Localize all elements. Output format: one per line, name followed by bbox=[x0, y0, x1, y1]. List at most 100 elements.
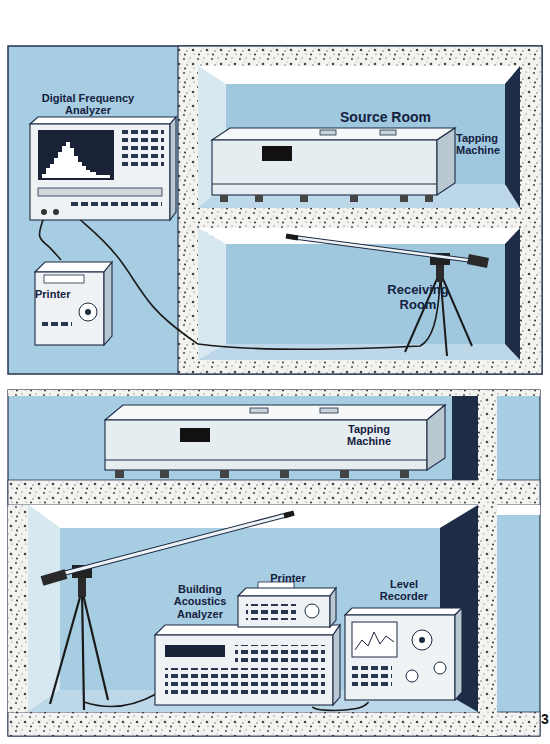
device-label: Receiving Room bbox=[378, 283, 458, 312]
knob bbox=[305, 604, 319, 618]
device-side bbox=[104, 262, 112, 345]
device-top bbox=[345, 608, 462, 615]
machine-foot bbox=[255, 195, 263, 202]
cable bbox=[312, 702, 368, 710]
machine-foot bbox=[350, 195, 358, 202]
device-front bbox=[30, 124, 170, 220]
device-label: Building Acoustics Analyzer bbox=[163, 583, 237, 620]
tripod-column bbox=[78, 575, 86, 597]
button-panel bbox=[122, 130, 164, 170]
machine-seam bbox=[212, 184, 437, 185]
machine-side bbox=[427, 405, 445, 470]
boom bbox=[46, 514, 290, 578]
room-box: Source RoomTapping Machine bbox=[198, 66, 520, 208]
device-top bbox=[238, 588, 336, 596]
panel bbox=[8, 390, 540, 736]
machine-handle bbox=[380, 130, 396, 135]
device-side bbox=[170, 117, 176, 220]
machine-foot bbox=[400, 470, 409, 478]
level-recorder: Level Recorder bbox=[345, 578, 463, 702]
ceiling bbox=[497, 505, 540, 515]
concrete-slab bbox=[8, 480, 540, 505]
knob-center bbox=[419, 637, 425, 643]
button-panel bbox=[235, 645, 325, 665]
trace bbox=[355, 632, 394, 650]
machine-handle bbox=[320, 408, 338, 413]
microphone bbox=[286, 236, 298, 238]
machine-top bbox=[212, 128, 455, 140]
machine-front bbox=[212, 140, 437, 195]
device-front bbox=[345, 615, 455, 700]
knob-center bbox=[85, 309, 91, 315]
device-label: Level Recorder bbox=[373, 578, 435, 603]
machine-foot bbox=[300, 195, 308, 202]
panel bbox=[8, 46, 542, 374]
jack bbox=[41, 209, 47, 215]
device-top bbox=[35, 262, 112, 272]
machine-top bbox=[105, 405, 445, 420]
counterweight bbox=[42, 574, 66, 581]
concrete-wall bbox=[8, 505, 28, 712]
device-label: Printer bbox=[35, 288, 85, 300]
device-label: Source Room bbox=[340, 110, 440, 126]
device-top bbox=[30, 117, 176, 124]
device-side bbox=[455, 608, 462, 700]
counterweight bbox=[468, 259, 488, 263]
device-front bbox=[35, 272, 104, 345]
concrete-slab bbox=[8, 712, 540, 736]
machine-foot bbox=[220, 195, 228, 202]
printer: Printer bbox=[33, 260, 113, 346]
button-row bbox=[42, 322, 72, 330]
right-wall bbox=[452, 396, 478, 480]
control-strip bbox=[38, 188, 162, 196]
ceiling bbox=[198, 228, 520, 244]
page-number: 3 bbox=[541, 712, 549, 727]
machine-foot bbox=[425, 195, 433, 202]
right-wall bbox=[505, 66, 520, 208]
device-label: Tapping Machine bbox=[337, 423, 401, 448]
machine-handle bbox=[320, 130, 336, 135]
button-panel bbox=[165, 668, 325, 698]
machine-window bbox=[180, 428, 210, 442]
cable bbox=[81, 220, 199, 344]
acoustics-analyzer: Building Acoustics Analyzer bbox=[155, 583, 340, 707]
concrete-column bbox=[478, 390, 497, 736]
tripod-leg bbox=[82, 590, 84, 710]
tripod-leg bbox=[82, 590, 108, 700]
jack bbox=[53, 209, 59, 215]
tapping-machine: Tapping Machine bbox=[212, 124, 520, 206]
frequency-analyzer: Digital Frequency Analyzer bbox=[28, 92, 178, 220]
machine-window bbox=[262, 146, 292, 161]
button-panel bbox=[246, 604, 296, 620]
floor bbox=[198, 344, 520, 360]
knob bbox=[434, 662, 446, 674]
tripod-leg bbox=[50, 590, 82, 704]
display bbox=[165, 645, 225, 657]
cable bbox=[40, 220, 61, 260]
device-front bbox=[155, 635, 333, 705]
machine-foot bbox=[220, 470, 229, 478]
spectrum bbox=[42, 142, 110, 178]
button-panel bbox=[352, 665, 392, 689]
device-side bbox=[330, 588, 336, 627]
ceiling bbox=[198, 66, 520, 84]
boom-outline bbox=[46, 514, 290, 578]
button-row bbox=[70, 200, 162, 210]
left-wall bbox=[198, 228, 226, 360]
boom bbox=[292, 237, 482, 262]
concrete-structure bbox=[178, 46, 542, 374]
machine-foot bbox=[340, 470, 349, 478]
device-label: Tapping Machine bbox=[456, 132, 508, 157]
machine-foot bbox=[160, 470, 169, 478]
recorder-window bbox=[352, 622, 397, 657]
screen bbox=[38, 130, 114, 180]
machine-side bbox=[437, 128, 455, 195]
right-wall bbox=[505, 228, 520, 360]
tapping-machine: Tapping Machine bbox=[105, 403, 445, 479]
microphone bbox=[284, 513, 294, 516]
room-box: Receiving Room bbox=[198, 228, 520, 360]
cable bbox=[84, 694, 156, 707]
knob bbox=[412, 630, 432, 650]
